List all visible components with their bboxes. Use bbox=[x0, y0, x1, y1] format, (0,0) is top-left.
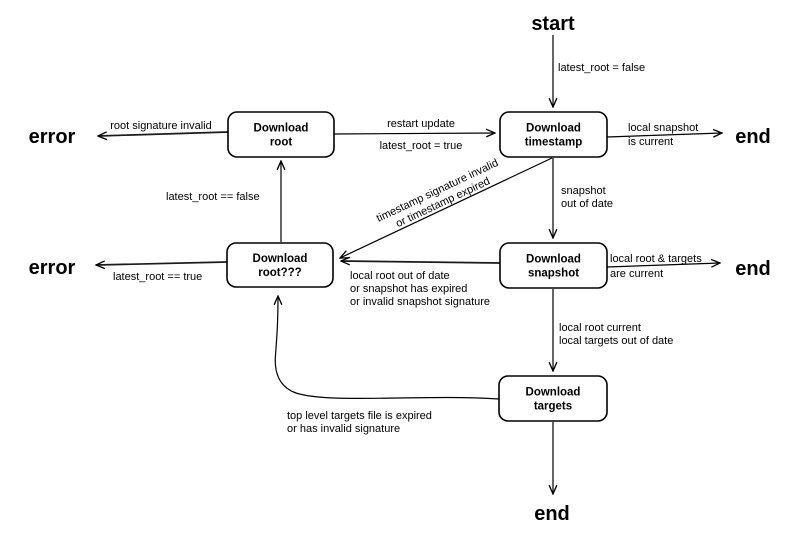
edge-label-local-targets-out-of-date: local targets out of date bbox=[559, 335, 673, 347]
download-snapshot-label-line1: Download bbox=[526, 254, 581, 266]
download-root-label-line2: root bbox=[270, 137, 293, 149]
edge-label-local-root-and-targets: local root & targets bbox=[610, 253, 702, 265]
node-download-root-again: Download root??? bbox=[226, 242, 334, 288]
edge-label-out-of-date: out of date bbox=[561, 198, 613, 210]
download-snapshot-label-line2: snapshot bbox=[528, 268, 579, 280]
edge-label-or-has-invalid-signature: or has invalid signature bbox=[287, 423, 400, 435]
edge-label-snapshot: snapshot bbox=[561, 185, 606, 197]
edge-label-latest-root-eq-false: latest_root == false bbox=[166, 191, 260, 203]
edge-root-again-to-error bbox=[96, 262, 228, 265]
node-download-root: Download root bbox=[227, 111, 335, 158]
download-root-again-label-line1: Download bbox=[253, 253, 308, 265]
edge-timestamp-to-end bbox=[606, 133, 722, 137]
node-download-timestamp: Download timestamp bbox=[499, 111, 608, 158]
edge-label-local-root-current: local root current bbox=[559, 322, 641, 334]
node-download-snapshot: Download snapshot bbox=[499, 242, 608, 289]
edge-targets-to-root-again bbox=[275, 296, 500, 400]
edges bbox=[96, 35, 722, 494]
edge-label-restart-update: restart update bbox=[387, 118, 455, 130]
edge-label-timestamp-invalid-group: timestamp signature invalid or timestamp… bbox=[375, 157, 501, 230]
edge-label-latest-root-eq-true: latest_root == true bbox=[113, 271, 202, 283]
download-root-again-box bbox=[226, 242, 334, 288]
download-targets-label-line2: targets bbox=[534, 401, 572, 413]
edge-root-to-timestamp bbox=[333, 133, 495, 134]
download-timestamp-box bbox=[499, 111, 608, 158]
edge-timestamp-to-root-again bbox=[340, 157, 553, 258]
terminal-end-middle: end bbox=[735, 258, 771, 280]
download-snapshot-box bbox=[499, 242, 608, 289]
edge-label-top-level-targets-expired: top level targets file is expired bbox=[287, 410, 432, 422]
terminal-error-bottom: error bbox=[29, 257, 76, 279]
edge-label-or-snapshot-has-expired: or snapshot has expired bbox=[350, 283, 467, 295]
edge-label-latest-root-true-assign: latest_root = true bbox=[380, 140, 463, 152]
edge-snapshot-to-end bbox=[606, 263, 720, 267]
terminal-start: start bbox=[531, 13, 575, 35]
edge-label-local-root-out-of-date: local root out of date bbox=[350, 270, 450, 282]
node-download-targets: Download targets bbox=[498, 375, 608, 422]
edge-root-to-error bbox=[98, 131, 229, 136]
terminal-end-bottom: end bbox=[534, 503, 570, 525]
terminal-error-top: error bbox=[29, 126, 76, 148]
edge-snapshot-to-root-again bbox=[341, 261, 501, 263]
download-root-label-line1: Download bbox=[254, 123, 309, 135]
terminal-end-top: end bbox=[735, 126, 771, 148]
download-root-box bbox=[227, 111, 335, 158]
download-timestamp-label-line2: timestamp bbox=[525, 137, 583, 149]
download-root-again-label-line2: root??? bbox=[258, 267, 301, 279]
download-targets-label-line1: Download bbox=[526, 387, 581, 399]
download-targets-box bbox=[498, 375, 608, 422]
edge-label-local-snapshot: local snapshot bbox=[628, 122, 698, 134]
edge-label-are-current: are current bbox=[610, 268, 663, 280]
edge-label-is-current: is current bbox=[628, 136, 673, 148]
download-timestamp-label-line1: Download bbox=[526, 123, 581, 135]
edge-label-latest-root-false-assign: latest_root = false bbox=[558, 62, 645, 74]
edge-label-or-invalid-snapshot-signature: or invalid snapshot signature bbox=[350, 296, 490, 308]
edge-label-root-signature-invalid: root signature invalid bbox=[110, 120, 212, 132]
